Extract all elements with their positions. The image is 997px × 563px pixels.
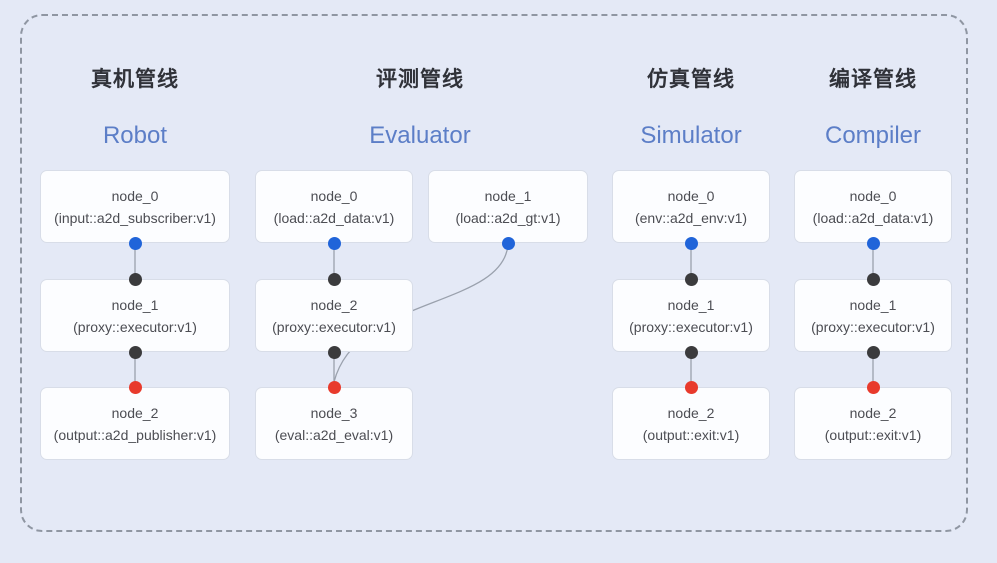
pipeline-title-en-compiler: Compiler [824, 122, 922, 149]
node-box-evaluator-node3: node_3 (eval::a2d_eval:v1) [255, 387, 413, 460]
node-type: (output::exit:v1) [824, 426, 922, 443]
node-name: node_2 [667, 404, 715, 421]
port-dot-black [684, 272, 698, 286]
node-box-simulator-node1: node_1 (proxy::executor:v1) [612, 279, 770, 352]
pipeline-title-zh-evaluator: 评测管线 [376, 68, 464, 91]
connector-curve [333, 244, 509, 383]
port-dot-black [866, 272, 880, 286]
node-box-robot-node1: node_1 (proxy::executor:v1) [40, 279, 230, 352]
port-dot-black [128, 345, 142, 359]
node-box-robot-node2: node_2 (output::a2d_publisher:v1) [40, 387, 230, 460]
node-type: (load::a2d_gt:v1) [455, 209, 561, 226]
node-box-evaluator-node2: node_2 (proxy::executor:v1) [255, 279, 413, 352]
port-dot-blue [866, 236, 880, 250]
port-dot-red [866, 380, 880, 394]
node-name: node_3 [310, 404, 358, 421]
node-type: (eval::a2d_eval:v1) [274, 426, 394, 443]
node-name: node_1 [849, 296, 897, 313]
node-type: (input::a2d_subscriber:v1) [54, 209, 216, 226]
node-name: node_1 [667, 296, 715, 313]
port-dot-blue [327, 236, 341, 250]
node-type: (proxy::executor:v1) [272, 318, 396, 335]
port-dot-black [684, 345, 698, 359]
node-name: node_0 [667, 187, 715, 204]
port-dot-blue [501, 236, 515, 250]
node-box-robot-node0: node_0 (input::a2d_subscriber:v1) [40, 170, 230, 243]
pipeline-title-zh-robot: 真机管线 [91, 68, 179, 91]
node-box-compiler-node2: node_2 (output::exit:v1) [794, 387, 952, 460]
port-dot-red [327, 380, 341, 394]
pipeline-title-en-evaluator: Evaluator [369, 122, 471, 149]
pipeline-title-zh-simulator: 仿真管线 [647, 68, 735, 91]
pipeline-title-en-robot: Robot [102, 122, 168, 149]
node-type: (env::a2d_env:v1) [634, 209, 748, 226]
port-dot-red [128, 380, 142, 394]
node-name: node_1 [484, 187, 532, 204]
node-box-compiler-node0: node_0 (load::a2d_data:v1) [794, 170, 952, 243]
port-dot-red [684, 380, 698, 394]
port-dot-blue [684, 236, 698, 250]
node-name: node_2 [849, 404, 897, 421]
node-type: (output::exit:v1) [642, 426, 740, 443]
node-type: (proxy::executor:v1) [629, 318, 753, 335]
node-name: node_0 [310, 187, 358, 204]
node-name: node_0 [111, 187, 159, 204]
node-box-simulator-node0: node_0 (env::a2d_env:v1) [612, 170, 770, 243]
node-name: node_2 [310, 296, 358, 313]
node-type: (output::a2d_publisher:v1) [53, 426, 217, 443]
node-type: (load::a2d_data:v1) [273, 209, 395, 226]
node-type: (load::a2d_data:v1) [812, 209, 934, 226]
node-box-evaluator-node1: node_1 (load::a2d_gt:v1) [428, 170, 588, 243]
pipeline-title-en-simulator: Simulator [640, 122, 742, 149]
port-dot-black [327, 272, 341, 286]
port-dot-black [128, 272, 142, 286]
port-dot-black [327, 345, 341, 359]
node-name: node_2 [111, 404, 159, 421]
node-box-simulator-node2: node_2 (output::exit:v1) [612, 387, 770, 460]
port-dot-black [866, 345, 880, 359]
node-name: node_0 [849, 187, 897, 204]
port-dot-blue [128, 236, 142, 250]
node-type: (proxy::executor:v1) [811, 318, 935, 335]
node-name: node_1 [111, 296, 159, 313]
pipeline-title-zh-compiler: 编译管线 [829, 68, 917, 91]
node-box-evaluator-node0: node_0 (load::a2d_data:v1) [255, 170, 413, 243]
node-type: (proxy::executor:v1) [73, 318, 197, 335]
diagram-dashed-border [20, 14, 968, 532]
node-box-compiler-node1: node_1 (proxy::executor:v1) [794, 279, 952, 352]
